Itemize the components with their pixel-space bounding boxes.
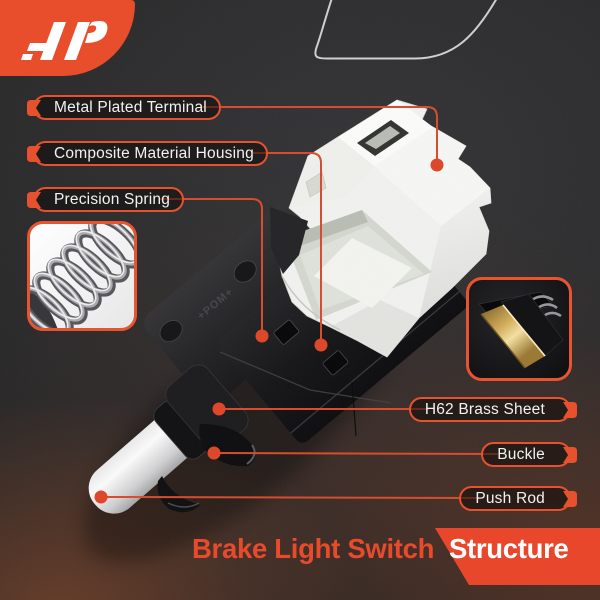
- callout-composite-material-housing: Composite Material Housing: [27, 141, 268, 166]
- label-tag-icon: [563, 446, 577, 463]
- label-tag-icon: [563, 490, 577, 507]
- brand-logo-text: AP: [0, 0, 1, 1]
- label-tag-icon: [27, 145, 41, 162]
- page-title-highlight: Structure: [449, 533, 569, 564]
- callout-h62-brass-sheet: H62 Brass Sheet: [408, 397, 577, 422]
- page-title: Brake Light Switch: [192, 533, 435, 564]
- label-tag-icon: [27, 99, 41, 116]
- label-tag-icon: [27, 191, 41, 208]
- callout-label: Precision Spring: [54, 190, 171, 208]
- callout-push-rod: Push Rod: [459, 486, 577, 511]
- spring-illustration: [30, 224, 134, 328]
- callout-label: Composite Material Housing: [54, 144, 254, 162]
- brand-logo: AP: [0, 0, 135, 76]
- brass-sheet-inset-photo: [466, 277, 572, 381]
- callout-precision-spring: Precision Spring: [27, 187, 185, 212]
- brass-sheet-illustration: [478, 291, 564, 369]
- brand-logo-mark-icon: [21, 21, 108, 60]
- callout-buckle: Buckle: [481, 442, 577, 467]
- callout-label: Buckle: [497, 445, 545, 463]
- callout-label: Push Rod: [475, 489, 545, 507]
- callout-metal-plated-terminal: Metal Plated Terminal: [27, 95, 221, 120]
- spring-inset-photo: [27, 221, 137, 331]
- callout-label: Metal Plated Terminal: [54, 98, 207, 116]
- label-tag-icon: [563, 401, 577, 418]
- callout-label: H62 Brass Sheet: [424, 400, 545, 418]
